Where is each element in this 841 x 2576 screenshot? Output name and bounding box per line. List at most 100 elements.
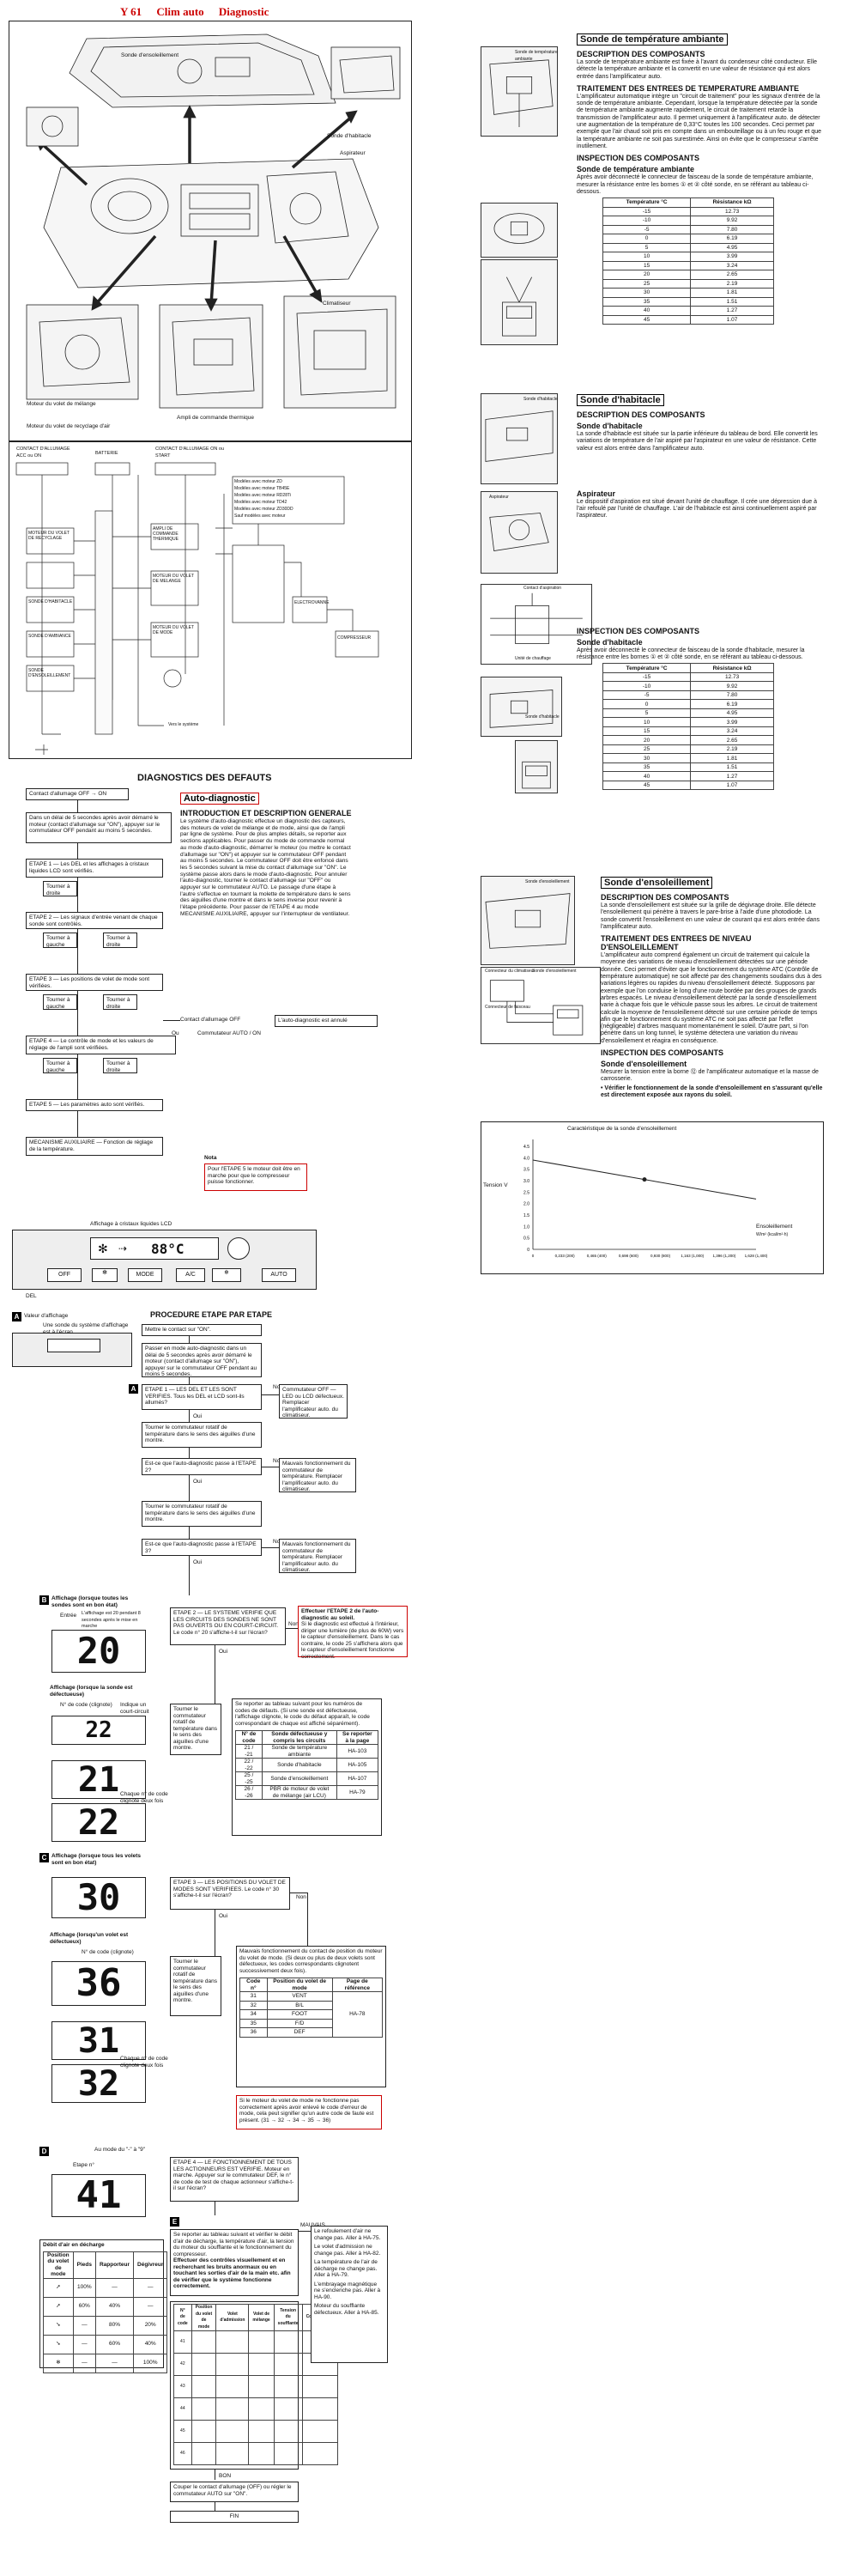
proc-box-5: Tourner le commutateur rotatif de tempér…: [142, 1501, 262, 1527]
mode-icon: ⇢: [118, 1242, 128, 1255]
page-title: Y 61 Clim auto Diagnostic: [120, 5, 281, 19]
table-cell: 20: [602, 735, 692, 745]
wiring-label-acc: CONTACT D'ALLUMAGE ACC ou ON: [16, 447, 70, 459]
flow-arrow-left-3: Tourner à gauche: [43, 1058, 77, 1073]
proc-right-2: Mauvais fonctionnement du commutateur de…: [279, 1539, 356, 1573]
ac-button[interactable]: A/C: [176, 1268, 205, 1282]
table-cell: 1.07: [690, 314, 774, 325]
table-cell: 15: [602, 726, 692, 737]
table-cell: 1.51: [690, 296, 774, 307]
flow-side-off: Contact d'allumage OFF: [180, 1017, 241, 1023]
flow-step-1: ETAPE 1 — Les DEL et les affichages à cr…: [26, 859, 163, 878]
aspirator-desc: Le dispositif d'aspiration est situé dev…: [577, 498, 818, 519]
step4-final-box: Couper le contact d'allumage (OFF) ou ré…: [170, 2482, 299, 2502]
thumb-label: Sonde d'ensoleillement: [525, 879, 570, 884]
ambient-trait-head: TRAITEMENT DES ENTREES DE TEMPERATURE AM…: [577, 83, 800, 93]
table-cell: 3.99: [690, 252, 774, 262]
fail-item: Le volet d'admission ne change pas. Alle…: [314, 2244, 381, 2257]
thumb-label: Unité de chauffage: [515, 656, 551, 661]
thumb-sun-sensor: [481, 876, 575, 965]
table-row: 42: [173, 2353, 338, 2376]
step2-red-title: Effectuer l'ETAPE 2 de l'auto-diagnostic…: [301, 1608, 379, 1621]
cabin-sub: Sonde d'habitacle: [577, 422, 643, 430]
table-cell: 4.95: [690, 242, 774, 253]
cabin-desc-head: DESCRIPTION DES COMPOSANTS: [577, 410, 705, 419]
step4-fail-box: Le refoulement d'air ne change pas. Alle…: [311, 2226, 388, 2363]
proc-box-2: ETAPE 1 — LES DEL ET LES SONT VERIFIES. …: [142, 1384, 262, 1410]
step4-observe-box: Se reporter au tableau suivant et vérifi…: [170, 2229, 299, 2296]
step3-code-display-1: 31: [51, 2021, 146, 2060]
ambient-trait: L'amplificateur automatique intègre un "…: [577, 93, 822, 149]
fan-button[interactable]: ✻: [92, 1268, 118, 1282]
lcd-temp: 88°C: [151, 1241, 185, 1257]
step2-turn-box: Tourner le commutateur rotatif de tempér…: [170, 1704, 221, 1755]
table-cell: 10: [602, 717, 692, 727]
fail-item: La température de l'air de décharge ne c…: [314, 2259, 378, 2278]
table-cell: 6.19: [690, 699, 774, 709]
y-tick-label: 4.0: [523, 1156, 529, 1161]
table-cell: 0: [602, 234, 692, 244]
wiring-block: MOTEUR DU VOLET DE RECYCLAGE: [28, 531, 70, 541]
flow-arrow-left: Tourner à gauche: [43, 933, 77, 948]
step3-display: 30: [51, 1877, 146, 1918]
table-cell: 1.81: [690, 753, 774, 763]
thumb-cabin-sensor: [481, 393, 558, 484]
vent-icon: ➚: [43, 2277, 74, 2298]
table-cell: 45: [602, 780, 692, 791]
flow-side-cancel: L'auto-diagnostic est annulé: [275, 1015, 378, 1027]
temp-knob[interactable]: [227, 1237, 250, 1260]
step2-def-label-0: N° de code (clignote): [60, 1702, 112, 1708]
thumb-label: Sonde d'habitacle: [523, 397, 558, 402]
observe-bold: Effectuer des contrôles visuellement et …: [173, 2257, 291, 2289]
flow-ou: Ou: [172, 1030, 179, 1036]
table-cell: 0: [602, 699, 692, 709]
wiring-block: ELECTROVANNE: [294, 600, 330, 605]
def-button[interactable]: ❄: [212, 1268, 241, 1282]
sun-insp-bullet: • Vérifier le fonctionnement de la sonde…: [601, 1084, 823, 1098]
table-cell: 20: [602, 270, 692, 280]
label-mix-door-motor: Moteur du volet de mélange: [27, 401, 96, 407]
fail-item: Moteur du soufflante défectueux. Aller à…: [314, 2303, 379, 2316]
connector-label: Sonde d'ensoleillement: [532, 969, 577, 974]
auto-button[interactable]: AUTO: [262, 1268, 296, 1282]
ambient-sensor-section: Sonde de température ambiante DESCRIPTIO…: [577, 31, 826, 325]
graph-title: Caractéristique de la sonde d'ensoleille…: [567, 1126, 677, 1132]
model-code: Y 61: [120, 5, 142, 18]
wiring-block: COMPRESSEUR: [337, 635, 372, 641]
table-cell: 25: [602, 278, 692, 289]
table-cell: 6.19: [690, 234, 774, 244]
step3-def-note: Chaque n° de code clignote deux fois: [120, 2056, 168, 2069]
sun-insp-sub: Sonde d'ensoleillement: [601, 1060, 687, 1069]
lcd-caption: Affichage à cristaux liquides LCD: [90, 1221, 172, 1227]
step2-table-box: Se reporter au tableau suivant pour les …: [232, 1698, 382, 1836]
off-button[interactable]: OFF: [47, 1268, 82, 1282]
table-row: 43: [173, 2375, 338, 2398]
step2-note: L'affichage est 20 pendant 8 secondes ap…: [82, 1611, 141, 1629]
th-temp: Température °C: [602, 197, 692, 208]
thumb-sun-voltmeter: [481, 967, 601, 1044]
end-box: FIN: [170, 2511, 299, 2523]
table-cell: 5: [602, 708, 692, 719]
step4-head: Au mode du "-" à "9": [94, 2147, 146, 2153]
graph-xlabel: Ensoleillement: [756, 1224, 793, 1230]
x-tick-label: 0,930 (800): [650, 1254, 671, 1258]
observe-text: Se reporter au tableau suivant et vérifi…: [173, 2232, 294, 2257]
label-sun-sensor: Sonde d'ensoleillement: [121, 52, 179, 58]
proc-box-4: Est-ce que l'auto-diagnostic passe à l'E…: [142, 1458, 262, 1475]
mode-button[interactable]: MODE: [128, 1268, 162, 1282]
display-thumb-lcd: [47, 1339, 100, 1352]
dashboard-illustration: [26, 33, 401, 409]
